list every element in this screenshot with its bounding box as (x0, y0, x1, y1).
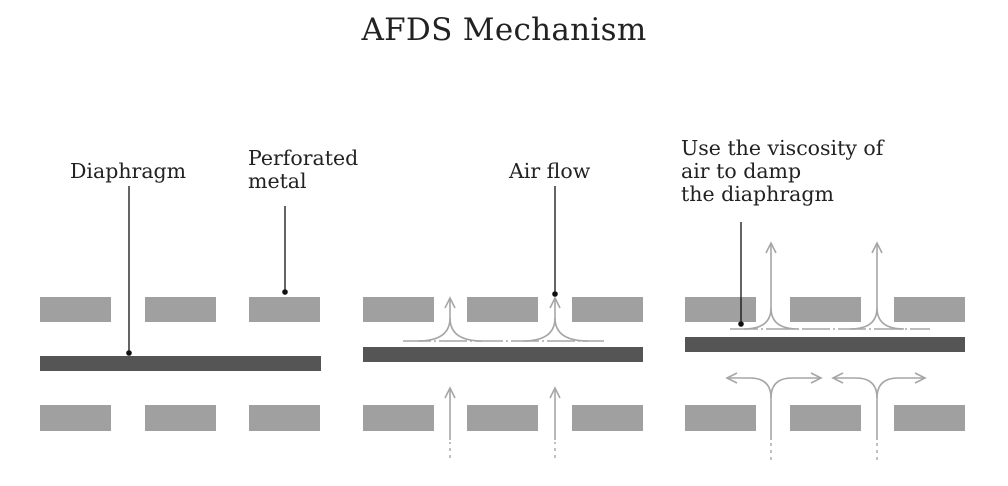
diagram-title: AFDS Mechanism (361, 12, 647, 48)
panel-damping (685, 222, 965, 460)
airflow-arrow (449, 317, 483, 342)
label-viscosity-line1: Use the viscosity of (681, 136, 884, 160)
top-plate-segment (572, 297, 643, 322)
leader-dot (126, 350, 132, 356)
top-plate-segment (790, 297, 861, 322)
label-air-flow: Air flow (509, 159, 591, 183)
bottom-plate-segment (894, 405, 965, 431)
airflow-arrow (770, 372, 823, 399)
bottom-plate-segment (685, 405, 756, 431)
airflow-arrow (554, 317, 589, 342)
bottom-plate-segment (572, 405, 643, 431)
label-perforated-line1: Perforated (248, 146, 359, 170)
panel-airflow (363, 186, 643, 458)
bottom-plate-segment (363, 405, 434, 431)
label-viscosity-line3: the diaphragm (681, 182, 834, 206)
top-plate-segment (40, 297, 111, 322)
diaphragm (363, 347, 643, 362)
airflow-arrow (876, 372, 927, 399)
leader-dot (552, 291, 558, 297)
top-plate-segment (685, 297, 756, 322)
top-plate-segment (894, 297, 965, 322)
bottom-plate-segment (145, 405, 216, 431)
top-plate-segment (467, 297, 538, 322)
bottom-plate-segment (790, 405, 861, 431)
top-plate-segment (145, 297, 216, 322)
label-perforated-metal: Perforated metal (248, 147, 358, 193)
airflow-arrow (876, 307, 905, 330)
label-viscosity: Use the viscosity of air to damp the dia… (681, 137, 883, 206)
bottom-plate-segment (40, 405, 111, 431)
leader-dot (282, 289, 288, 295)
diaphragm (685, 337, 965, 352)
leader-dot (738, 321, 744, 327)
bottom-plate-segment (467, 405, 538, 431)
panel-rest (40, 186, 321, 431)
top-plate-segment (363, 297, 434, 322)
diaphragm (40, 356, 321, 371)
label-diaphragm: Diaphragm (70, 159, 187, 183)
label-viscosity-line2: air to damp (681, 159, 802, 183)
top-plate-segment (249, 297, 320, 322)
label-perforated-line2: metal (248, 169, 307, 193)
bottom-plate-segment (249, 405, 320, 431)
airflow-arrow (770, 307, 799, 330)
